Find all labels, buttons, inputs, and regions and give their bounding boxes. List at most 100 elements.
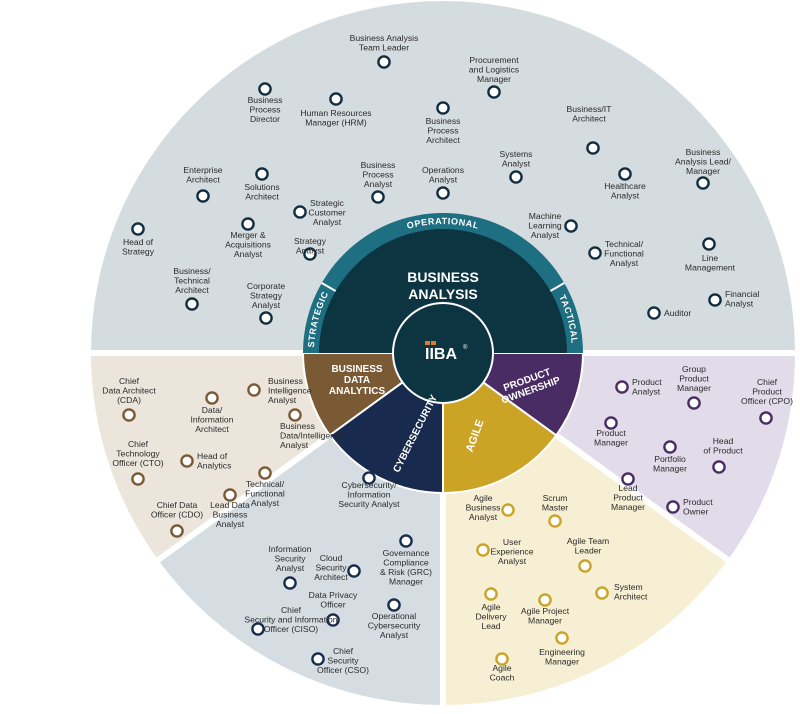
role-label-line: Coach (490, 673, 515, 683)
role-label-line: Agile (473, 493, 492, 503)
role-label-line: Technical (174, 276, 210, 286)
role-label-line: Experience (491, 547, 534, 557)
role-label-line: Scrum (543, 493, 568, 503)
role-label-line: Architect (186, 175, 220, 185)
role-label-line: Operations (422, 165, 464, 175)
role-label-line: Architect (572, 114, 606, 124)
business-analysis-core (319, 229, 567, 353)
role-node-icon (347, 564, 361, 578)
role-node-icon (621, 472, 635, 486)
role-label-line: Architect (195, 424, 229, 434)
role-label-line: Analysis Lead/ (675, 157, 732, 167)
role-label-line: Analyst (216, 519, 245, 529)
role-node-icon (501, 503, 515, 517)
role-label-line: Agile (492, 663, 511, 673)
role-node-icon (293, 205, 307, 219)
role-label-line: Machine (529, 211, 562, 221)
role-label-line: Line (702, 253, 718, 263)
role-label-line: Group (682, 364, 706, 374)
role-label-line: Analytics (197, 461, 231, 471)
role-node-icon (122, 408, 136, 422)
role-label-line: Delivery (475, 612, 507, 622)
role-label-line: Manager (686, 166, 720, 176)
role-node-icon (436, 186, 450, 200)
role-node-icon (131, 222, 145, 236)
role-label-line: Master (542, 503, 568, 513)
role-label-line: Functional (604, 249, 644, 259)
role-label-line: of Product (703, 446, 743, 456)
role-node-icon (387, 598, 401, 612)
role-label-line: Process (362, 170, 393, 180)
role-label-line: Analyst (469, 512, 498, 522)
role-label-line: Chief (128, 439, 149, 449)
role-label-line: Process (249, 105, 280, 115)
role-label-line: Analyst (380, 630, 409, 640)
role-label-line: Manager (389, 577, 423, 587)
role-node-icon (548, 514, 562, 528)
role-node-icon (247, 383, 261, 397)
role-label-line: Process (427, 126, 458, 136)
role-label-line: Architect (314, 572, 348, 582)
role-label-line: Manager (528, 616, 562, 626)
role-label-line: Architect (245, 192, 279, 202)
role-label-line: Analyst (498, 556, 527, 566)
role-label-line: Manager (611, 502, 645, 512)
role-label-line: Procurement (469, 55, 519, 65)
role-label-line: Officer (320, 600, 345, 610)
role-node-icon (205, 391, 219, 405)
logo-disc (392, 302, 494, 404)
role-node-icon (615, 380, 629, 394)
role-label-line: Strategy (294, 236, 327, 246)
role-label-line: Information (191, 415, 234, 425)
role-node-icon (371, 190, 385, 204)
role-label-line: Portfolio (654, 454, 686, 464)
role-label-line: Governance (383, 548, 430, 558)
role-label-line: and Logistics (469, 65, 519, 75)
role-label-line: Security and Information (244, 615, 337, 625)
role-label-line: Enterprise (183, 165, 222, 175)
role-node-icon (399, 534, 413, 548)
role-label-line: Auditor (664, 308, 691, 318)
role-label-line: Officer (CTO) (112, 458, 163, 468)
role-label-line: Healthcare (604, 181, 646, 191)
role-label-line: Acquisitions (225, 240, 271, 250)
role-label-line: Leader (575, 546, 602, 556)
role-label-line: (CDA) (117, 395, 141, 405)
logo-accent-icon (425, 341, 430, 345)
role-label-line: Cybersecurity (368, 621, 421, 631)
role-label-line: Analyst (429, 175, 458, 185)
role-label-line: Business (686, 147, 721, 157)
role-label-line: Data/Intelligence (280, 431, 344, 441)
role-node-icon (131, 472, 145, 486)
role-node-icon (484, 587, 498, 601)
role-node-icon (223, 488, 237, 502)
role-label-line: Agile (481, 602, 500, 612)
role-label-line: Systems (500, 149, 533, 159)
role-label-line: Head of (197, 451, 228, 461)
role-node-icon (687, 396, 701, 410)
role-node-icon (258, 466, 272, 480)
role-label-line: Officer (CISO) (264, 624, 318, 634)
